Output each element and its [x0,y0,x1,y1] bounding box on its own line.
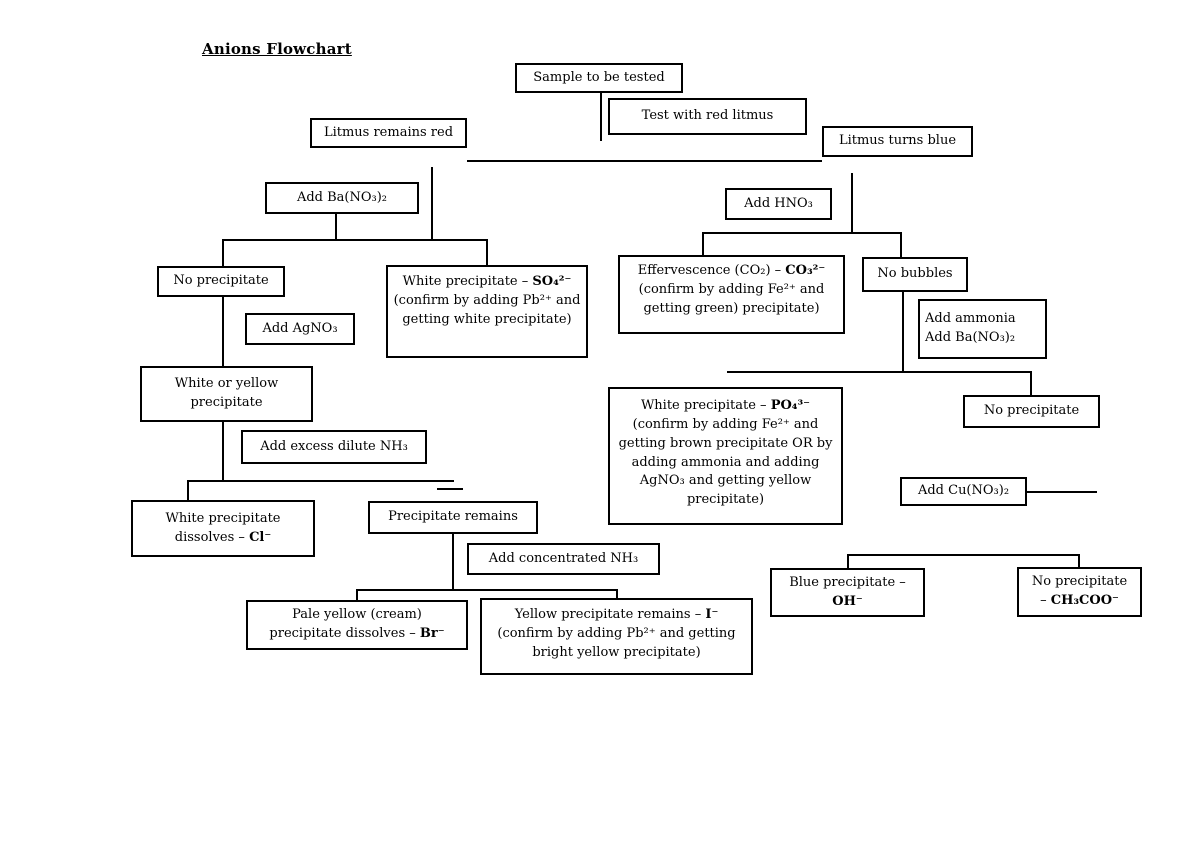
connector-line [702,232,704,256]
node-add-hno3: Add HNO₃ [725,188,832,220]
connector-line [437,488,463,490]
node-add-cu-no3-2: Add Cu(NO₃)₂ [900,477,1027,506]
node-text: No precipitate [983,403,1080,419]
node-text: Add concentrated NH₃ [488,550,639,566]
node-text: (confirm by adding Pb²⁺ and getting whit… [393,292,581,327]
connector-line [727,371,1032,373]
connector-line [616,589,618,599]
connector-line [902,292,904,373]
connector-line [222,296,224,367]
connector-line [900,232,902,258]
node-text: Sample to be tested [533,69,665,85]
connector-line [356,589,618,591]
node-text: (confirm by adding Pb²⁺ and getting brig… [497,625,736,660]
node-text: Precipitate remains [388,509,518,525]
node-text: No precipitate [1031,574,1128,590]
node-sulfate-result: White precipitate – SO₄²⁻ (confirm by ad… [386,265,588,358]
node-text: Add HNO₃ [744,195,813,211]
node-add-excess-dilute-nh3: Add excess dilute NH₃ [241,430,427,464]
node-text: Effervescence (CO₂) – [637,263,786,278]
node-text: Test with red litmus [641,108,774,124]
node-add-ammonia-ba-no3-2: Add ammonia Add Ba(NO₃)₂ [918,299,1047,359]
connector-line [1078,554,1080,568]
connector-line [335,214,337,240]
node-iodide-result: Yellow precipitate remains – I⁻ (confirm… [480,598,753,675]
node-text: – [1040,593,1051,608]
node-no-precipitate-left: No precipitate [157,266,285,297]
chem-formula-phosphate: PO₄³⁻ [770,398,811,413]
connector-line [600,92,602,141]
node-text: precipitate dissolves – [269,626,420,641]
node-text: White or yellow [174,376,279,392]
connector-line [1027,491,1097,493]
chem-formula-hydroxide: OH⁻ [832,593,863,609]
node-text: dissolves – [174,529,250,545]
node-text: Yellow precipitate remains – [514,607,706,622]
connector-line [187,480,454,482]
chem-formula-sulfate: SO₄²⁻ [532,274,572,289]
connector-line [452,533,454,591]
node-text: Litmus remains red [323,124,454,140]
node-text: Add ammonia [925,311,1016,327]
node-precipitate-remains: Precipitate remains [368,501,538,534]
node-litmus-remains-red: Litmus remains red [310,118,467,148]
connector-line [847,554,849,569]
node-text: Litmus turns blue [838,133,957,149]
connector-line [431,167,433,241]
connector-line [1030,371,1032,396]
node-text: Add Cu(NO₃)₂ [917,483,1010,499]
node-text: Add Ba(NO₃)₂ [925,330,1016,345]
node-text: – CH₃COO⁻ [1040,592,1119,611]
node-litmus-turns-blue: Litmus turns blue [822,126,973,157]
chem-formula-iodide: I⁻ [705,607,719,622]
chem-formula-bromide: Br⁻ [419,626,445,641]
chem-formula-chloride: Cl⁻ [249,529,272,545]
node-text: Blue precipitate – [789,574,906,590]
connector-line [851,173,853,234]
connector-line [702,232,902,234]
connector-line [467,160,822,162]
node-text: White precipitate [165,510,281,526]
connector-line [187,480,189,501]
node-carbonate-result: Effervescence (CO₂) – CO₃²⁻ (confirm by … [618,255,845,334]
node-text: No bubbles [877,266,953,282]
chem-formula-acetate: CH₃COO⁻ [1050,593,1119,608]
node-no-precipitate-right: No precipitate [963,395,1100,428]
node-bromide-result: Pale yellow (cream) precipitate dissolve… [246,600,468,650]
connector-line [356,589,358,601]
node-white-or-yellow-precipitate: White or yellow precipitate [140,366,313,422]
node-acetate-result: No precipitate – CH₃COO⁻ [1017,567,1142,617]
node-sample-to-be-tested: Sample to be tested [515,63,683,93]
node-text: (confirm by adding Fe²⁺ and getting brow… [618,416,833,508]
node-text: No precipitate [173,273,269,289]
page-title: Anions Flowchart [202,40,352,58]
connector-line [848,554,1080,556]
node-text: Add Ba(NO₃)₂ [296,189,388,205]
node-add-concentrated-nh3: Add concentrated NH₃ [467,543,660,575]
connector-line [222,239,488,241]
connector-line [486,239,488,266]
node-add-agno3: Add AgNO₃ [245,313,355,345]
node-phosphate-result: White precipitate – PO₄³⁻ (confirm by ad… [608,387,843,525]
node-test-with-red-litmus: Test with red litmus [608,98,807,135]
node-add-ba-no3-2: Add Ba(NO₃)₂ [265,182,419,214]
node-text: precipitate dissolves – Br⁻ [269,625,444,644]
node-text: precipitate [190,395,263,410]
node-no-bubbles: No bubbles [862,257,968,292]
node-text: Add excess dilute NH₃ [260,438,408,454]
connector-line [222,421,224,482]
node-hydroxide-result: Blue precipitate – OH⁻ [770,568,925,617]
chem-formula-carbonate: CO₃²⁻ [785,263,826,278]
node-text: Pale yellow (cream) [292,607,422,623]
node-text: dissolves – Cl⁻ [175,529,271,548]
node-text: White precipitate – [640,398,771,413]
node-text: White precipitate – [402,274,533,289]
node-text: (confirm by adding Fe²⁺ and getting gree… [638,281,825,316]
node-chloride-result: White precipitate dissolves – Cl⁻ [131,500,315,557]
node-text: Add AgNO₃ [262,320,338,336]
connector-line [222,239,224,267]
